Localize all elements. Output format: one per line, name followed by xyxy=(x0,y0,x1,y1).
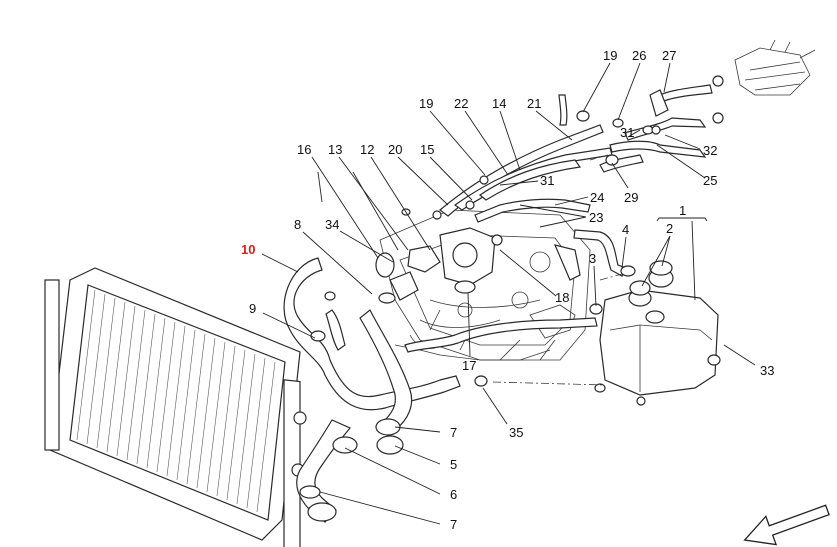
callout-18[interactable]: 18 xyxy=(555,290,569,305)
reference-lines xyxy=(492,154,623,386)
expansion-tank xyxy=(594,260,721,406)
callout-3[interactable]: 3 xyxy=(589,251,596,266)
callout-34[interactable]: 34 xyxy=(325,217,339,232)
callout-16[interactable]: 16 xyxy=(297,142,311,157)
callout-9[interactable]: 9 xyxy=(249,301,256,316)
callout-23[interactable]: 23 xyxy=(589,210,603,225)
callout-10[interactable]: 10 xyxy=(241,242,255,257)
callout-26[interactable]: 26 xyxy=(632,48,646,63)
callout-27[interactable]: 27 xyxy=(662,48,676,63)
callout-15[interactable]: 15 xyxy=(420,142,434,157)
callout-25[interactable]: 25 xyxy=(703,173,717,188)
callout-7-lower[interactable]: 7 xyxy=(450,517,457,532)
arrow-down-left-icon xyxy=(743,504,830,546)
callout-8[interactable]: 8 xyxy=(294,217,301,232)
callout-12[interactable]: 12 xyxy=(360,142,374,157)
callout-21[interactable]: 21 xyxy=(527,96,541,111)
callout-31-upper[interactable]: 31 xyxy=(620,125,634,140)
callout-7-upper[interactable]: 7 xyxy=(450,425,457,440)
callout-1[interactable]: 1 xyxy=(679,203,686,218)
callout-19-left[interactable]: 19 xyxy=(419,96,433,111)
callout-6[interactable]: 6 xyxy=(450,487,457,502)
callout-33[interactable]: 33 xyxy=(760,363,774,378)
callout-labels: 1 2 3 4 5 6 7 7 8 9 10 12 13 14 15 16 17… xyxy=(241,48,774,532)
callout-24[interactable]: 24 xyxy=(590,190,604,205)
callout-5[interactable]: 5 xyxy=(450,457,457,472)
callout-29[interactable]: 29 xyxy=(624,190,638,205)
callout-2[interactable]: 2 xyxy=(666,221,673,236)
callout-17[interactable]: 17 xyxy=(462,358,476,373)
callout-22[interactable]: 22 xyxy=(454,96,468,111)
callout-32[interactable]: 32 xyxy=(703,143,717,158)
heater-connector-block xyxy=(734,39,816,96)
callout-35[interactable]: 35 xyxy=(509,425,523,440)
callout-20[interactable]: 20 xyxy=(388,142,402,157)
callout-19-right[interactable]: 19 xyxy=(603,48,617,63)
upper-coolant-pipes xyxy=(401,75,724,353)
radiator xyxy=(44,267,307,547)
callout-14[interactable]: 14 xyxy=(492,96,506,111)
lower-coolant-hoses xyxy=(283,257,488,523)
thermostat-housing xyxy=(375,227,503,304)
leader-lines xyxy=(261,62,756,525)
callout-31-lower[interactable]: 31 xyxy=(540,173,554,188)
callout-4[interactable]: 4 xyxy=(622,222,629,237)
callout-13[interactable]: 13 xyxy=(328,142,342,157)
